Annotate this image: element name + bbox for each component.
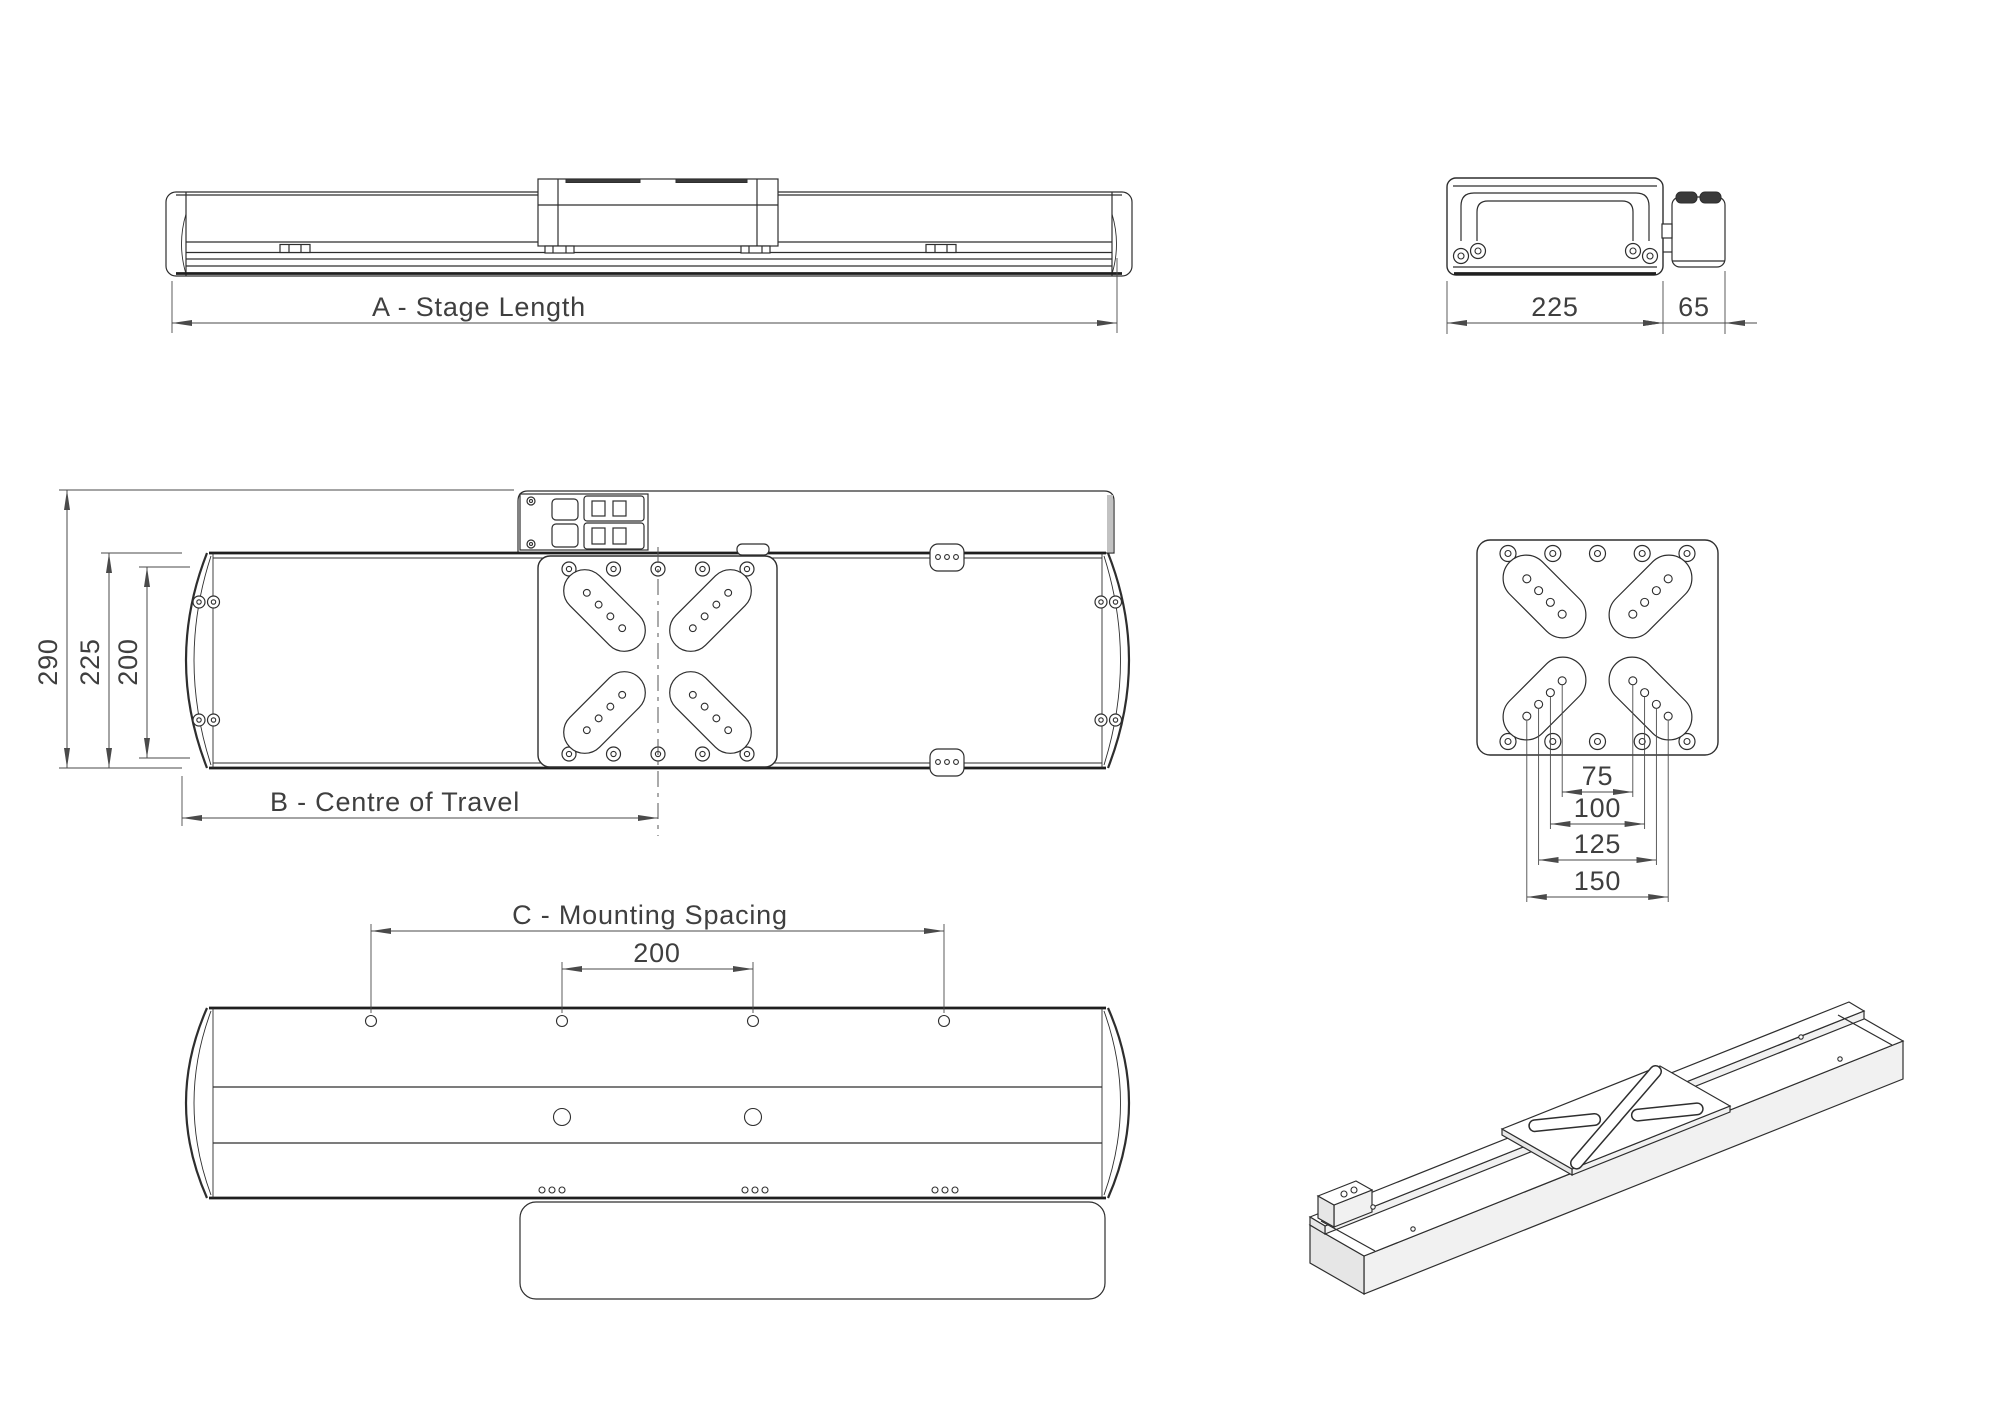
top-view: 290 225 200 B - Centre of Travel (33, 489, 1131, 836)
right-end-bow (1106, 552, 1131, 769)
base-hole-clusters (538, 1186, 959, 1194)
plate-screws (1499, 544, 1696, 751)
cable-clamp-bump (736, 543, 770, 556)
dim-overall-width: 290 (33, 489, 514, 769)
dim-a-label: A - Stage Length (372, 292, 586, 322)
isometric-view (1308, 1001, 1905, 1296)
connector (551, 523, 579, 548)
sensor-tab-bottom (929, 748, 965, 777)
mounting-slot (669, 569, 752, 652)
dim-c-label: C - Mounting Spacing (512, 900, 788, 930)
dim-centre-of-travel: B - Centre of Travel (181, 776, 658, 826)
iso-connector (1340, 1190, 1348, 1198)
right-end-bow (1106, 1007, 1131, 1199)
dim-200-label: 200 (633, 938, 680, 968)
carriage-body (537, 178, 779, 247)
dim-225v-label: 225 (75, 638, 105, 685)
carriage-side (537, 178, 779, 254)
carriage-plate-top (537, 555, 778, 768)
stage-body-top (184, 543, 1131, 777)
dim-hole-spacings: 75 100 125 150 (1526, 685, 1669, 902)
corner-screws (192, 595, 1123, 727)
strip-shaded-edge (1107, 495, 1113, 552)
plate-screws (561, 561, 755, 762)
mounting-holes-row (364, 1014, 951, 1028)
mounting-slot (1502, 656, 1587, 741)
carriage-plate-detail-view: 75 100 125 150 (1476, 539, 1719, 902)
carriage-foot (544, 245, 575, 254)
connector-pin (612, 500, 627, 517)
dim-65-label: 65 (1678, 292, 1710, 322)
left-end-bow (184, 1007, 209, 1199)
mounting-slot (563, 569, 646, 652)
dim-75-label: 75 (1582, 761, 1614, 791)
base-clamp-tabs (279, 243, 957, 254)
mounting-slot (1502, 554, 1587, 639)
dim-mounting-spacing: C - Mounting Spacing (370, 900, 945, 1013)
motor-block (1661, 191, 1726, 268)
dim-290-label: 290 (33, 638, 63, 685)
motor-housing-outline (519, 1201, 1106, 1300)
strip-end-face (1309, 1215, 1326, 1236)
dim-125-label: 125 (1574, 829, 1621, 859)
side-view: A - Stage Length (165, 178, 1133, 333)
mounting-slot (563, 671, 646, 754)
connector-pin (612, 527, 627, 545)
dim-200v-label: 200 (113, 638, 143, 685)
sensor-tab-top (929, 543, 965, 572)
iso-screws (1370, 1034, 1843, 1232)
connector-pin (591, 500, 606, 517)
slot-edge-mark (565, 178, 641, 183)
dim-100-label: 100 (1574, 793, 1621, 823)
cable-gland (1699, 191, 1722, 204)
connector-panel (519, 493, 649, 551)
left-end-bow (184, 552, 209, 769)
connector-pin (591, 527, 606, 545)
access-hole (552, 1107, 572, 1127)
motor-strip (517, 490, 1115, 554)
carriage-foot (740, 245, 771, 254)
dim-inner-width: 200 (113, 566, 190, 759)
end-view: 225 65 (1446, 177, 1757, 334)
dim-end-width: 225 65 (1446, 271, 1757, 334)
mounting-slot (1608, 656, 1693, 741)
motor-mount-tab (1661, 223, 1673, 239)
dim-b-label: B - Centre of Travel (270, 787, 520, 817)
access-hole (743, 1107, 763, 1127)
dim-stage-length: A - Stage Length (171, 258, 1118, 333)
iso-slots (1529, 1066, 1703, 1169)
left-bumper (181, 213, 187, 275)
slot-edge-mark (675, 178, 748, 183)
right-bumper (1111, 213, 1117, 275)
dim-body-width: 225 (75, 552, 182, 768)
bottom-view: C - Mounting Spacing 200 (184, 900, 1131, 1300)
carriage-section-profile (1460, 192, 1650, 241)
dim-225-label: 225 (1531, 292, 1578, 322)
iso-motor-block (1316, 1180, 1374, 1229)
mounting-slot (669, 671, 752, 754)
dim-hole-pitch: 200 (561, 938, 754, 1013)
iso-connector (1350, 1186, 1358, 1194)
cable-gland (1675, 191, 1698, 204)
end-screws (1452, 242, 1659, 265)
connector (551, 498, 579, 521)
mounting-slot (1608, 554, 1693, 639)
dim-150-label: 150 (1574, 866, 1621, 896)
